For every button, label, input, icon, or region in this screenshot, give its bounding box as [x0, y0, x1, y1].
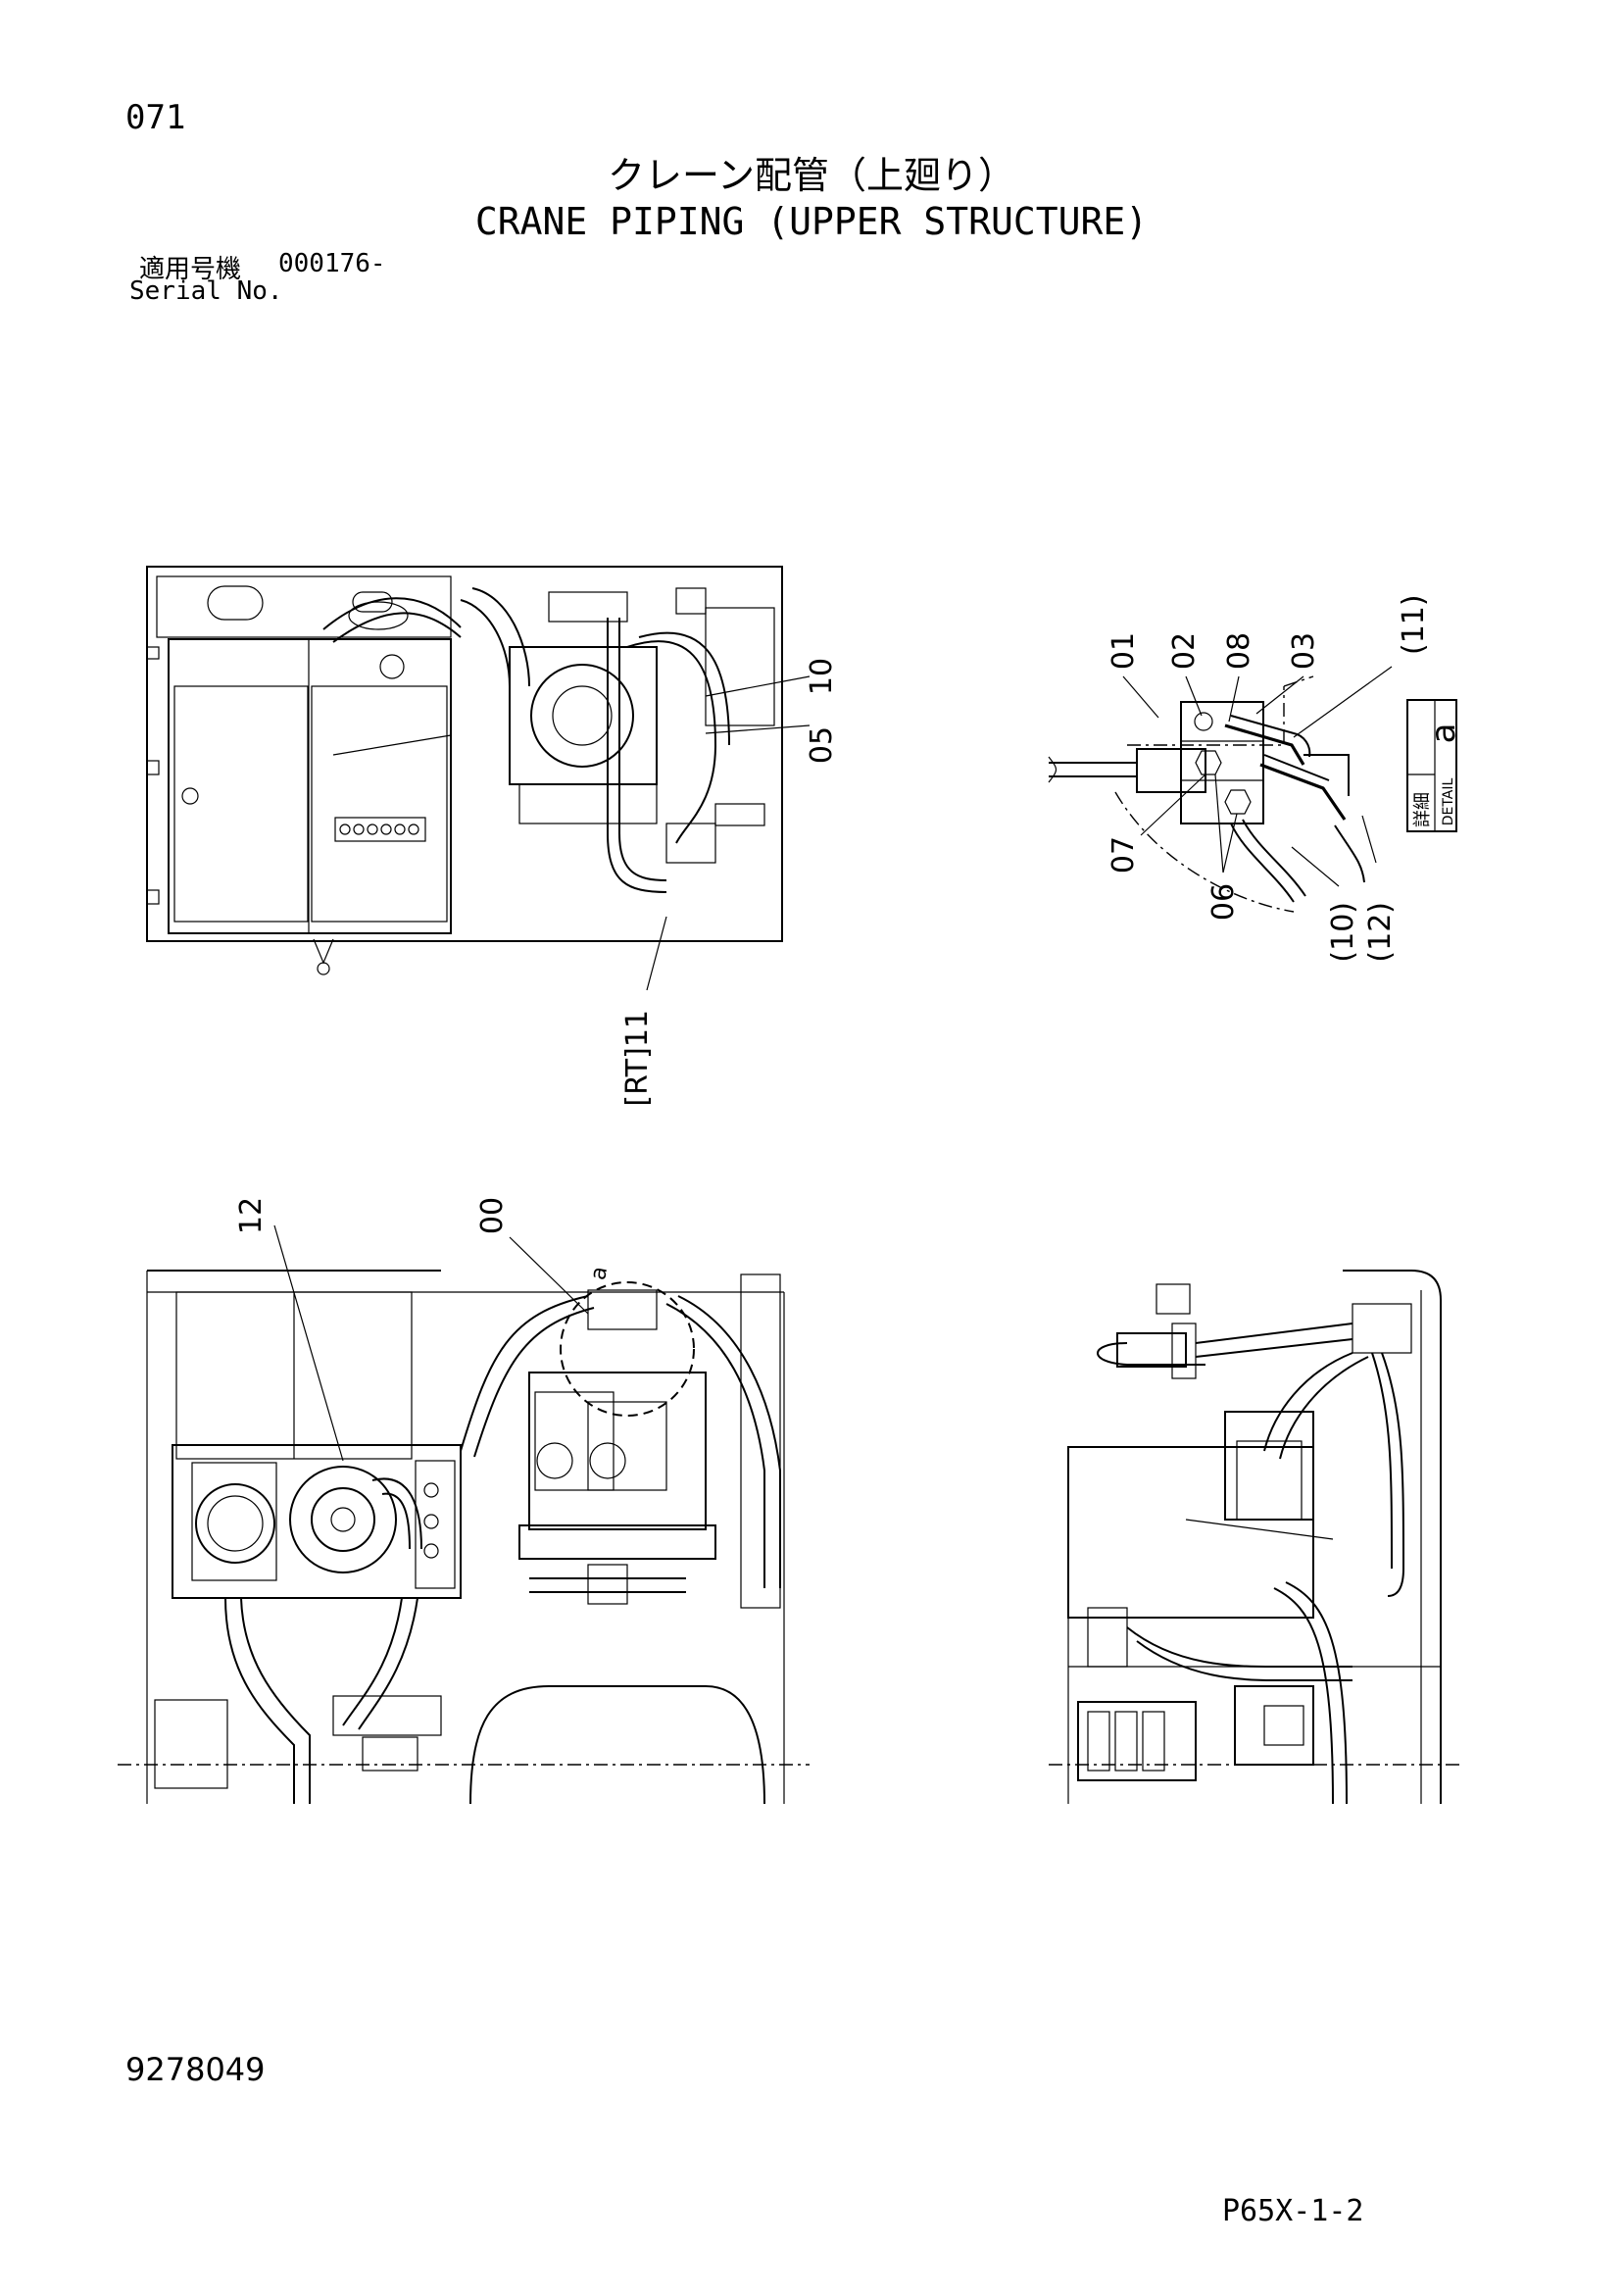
- serial-label-japanese: 適用号機: [139, 255, 242, 284]
- callout-12: 12: [234, 1197, 269, 1234]
- side-view-drawing: [1049, 1270, 1460, 1805]
- title-japanese: クレーン配管（上廻り）: [607, 154, 1016, 197]
- serial-label-english: Serial No.: [129, 276, 283, 306]
- callout-01: 01: [1107, 632, 1141, 670]
- sheet-code: P65X-1-2: [1222, 2194, 1364, 2228]
- drawing-number: 9278049: [125, 2051, 266, 2088]
- detail-a-drawing: [1048, 675, 1365, 913]
- callout-08: 08: [1222, 632, 1256, 670]
- detail-box-label-en: DETAIL: [1441, 778, 1456, 826]
- callout-11-paren: (11): [1397, 594, 1431, 655]
- detail-a-callouts: 01 02 08 03 (11) 07 06 (10) (12): [1107, 594, 1431, 962]
- top-view-drawing: [146, 566, 783, 975]
- callout-10-paren: (10): [1326, 902, 1360, 963]
- callout-a-circle: a: [586, 1265, 613, 1282]
- top-view-callouts: 10 05 [RT]11: [620, 658, 839, 1107]
- callout-03: 03: [1287, 632, 1321, 670]
- detail-label-box: a 詳細 DETAIL: [1406, 699, 1463, 832]
- callout-06: 06: [1206, 883, 1241, 921]
- callout-12-paren: (12): [1363, 902, 1398, 963]
- callout-05: 05: [805, 726, 839, 764]
- callout-00: 00: [475, 1197, 510, 1234]
- detail-box-letter: a: [1424, 724, 1463, 744]
- serial-number-value: 000176-: [278, 249, 386, 278]
- callout-10: 10: [805, 658, 839, 695]
- front-view-drawing: [118, 1224, 810, 1805]
- title-english: CRANE PIPING (UPPER STRUCTURE): [474, 200, 1149, 243]
- front-view-callouts: 12 00 a: [234, 1197, 613, 1282]
- callout-02: 02: [1167, 632, 1202, 670]
- detail-box-label-ja: 詳細: [1412, 792, 1433, 827]
- page-number: 071: [125, 98, 186, 137]
- callout-07: 07: [1107, 836, 1141, 873]
- detail-a-leaders: [1122, 666, 1393, 887]
- callout-rt-11: [RT]11: [620, 1010, 655, 1107]
